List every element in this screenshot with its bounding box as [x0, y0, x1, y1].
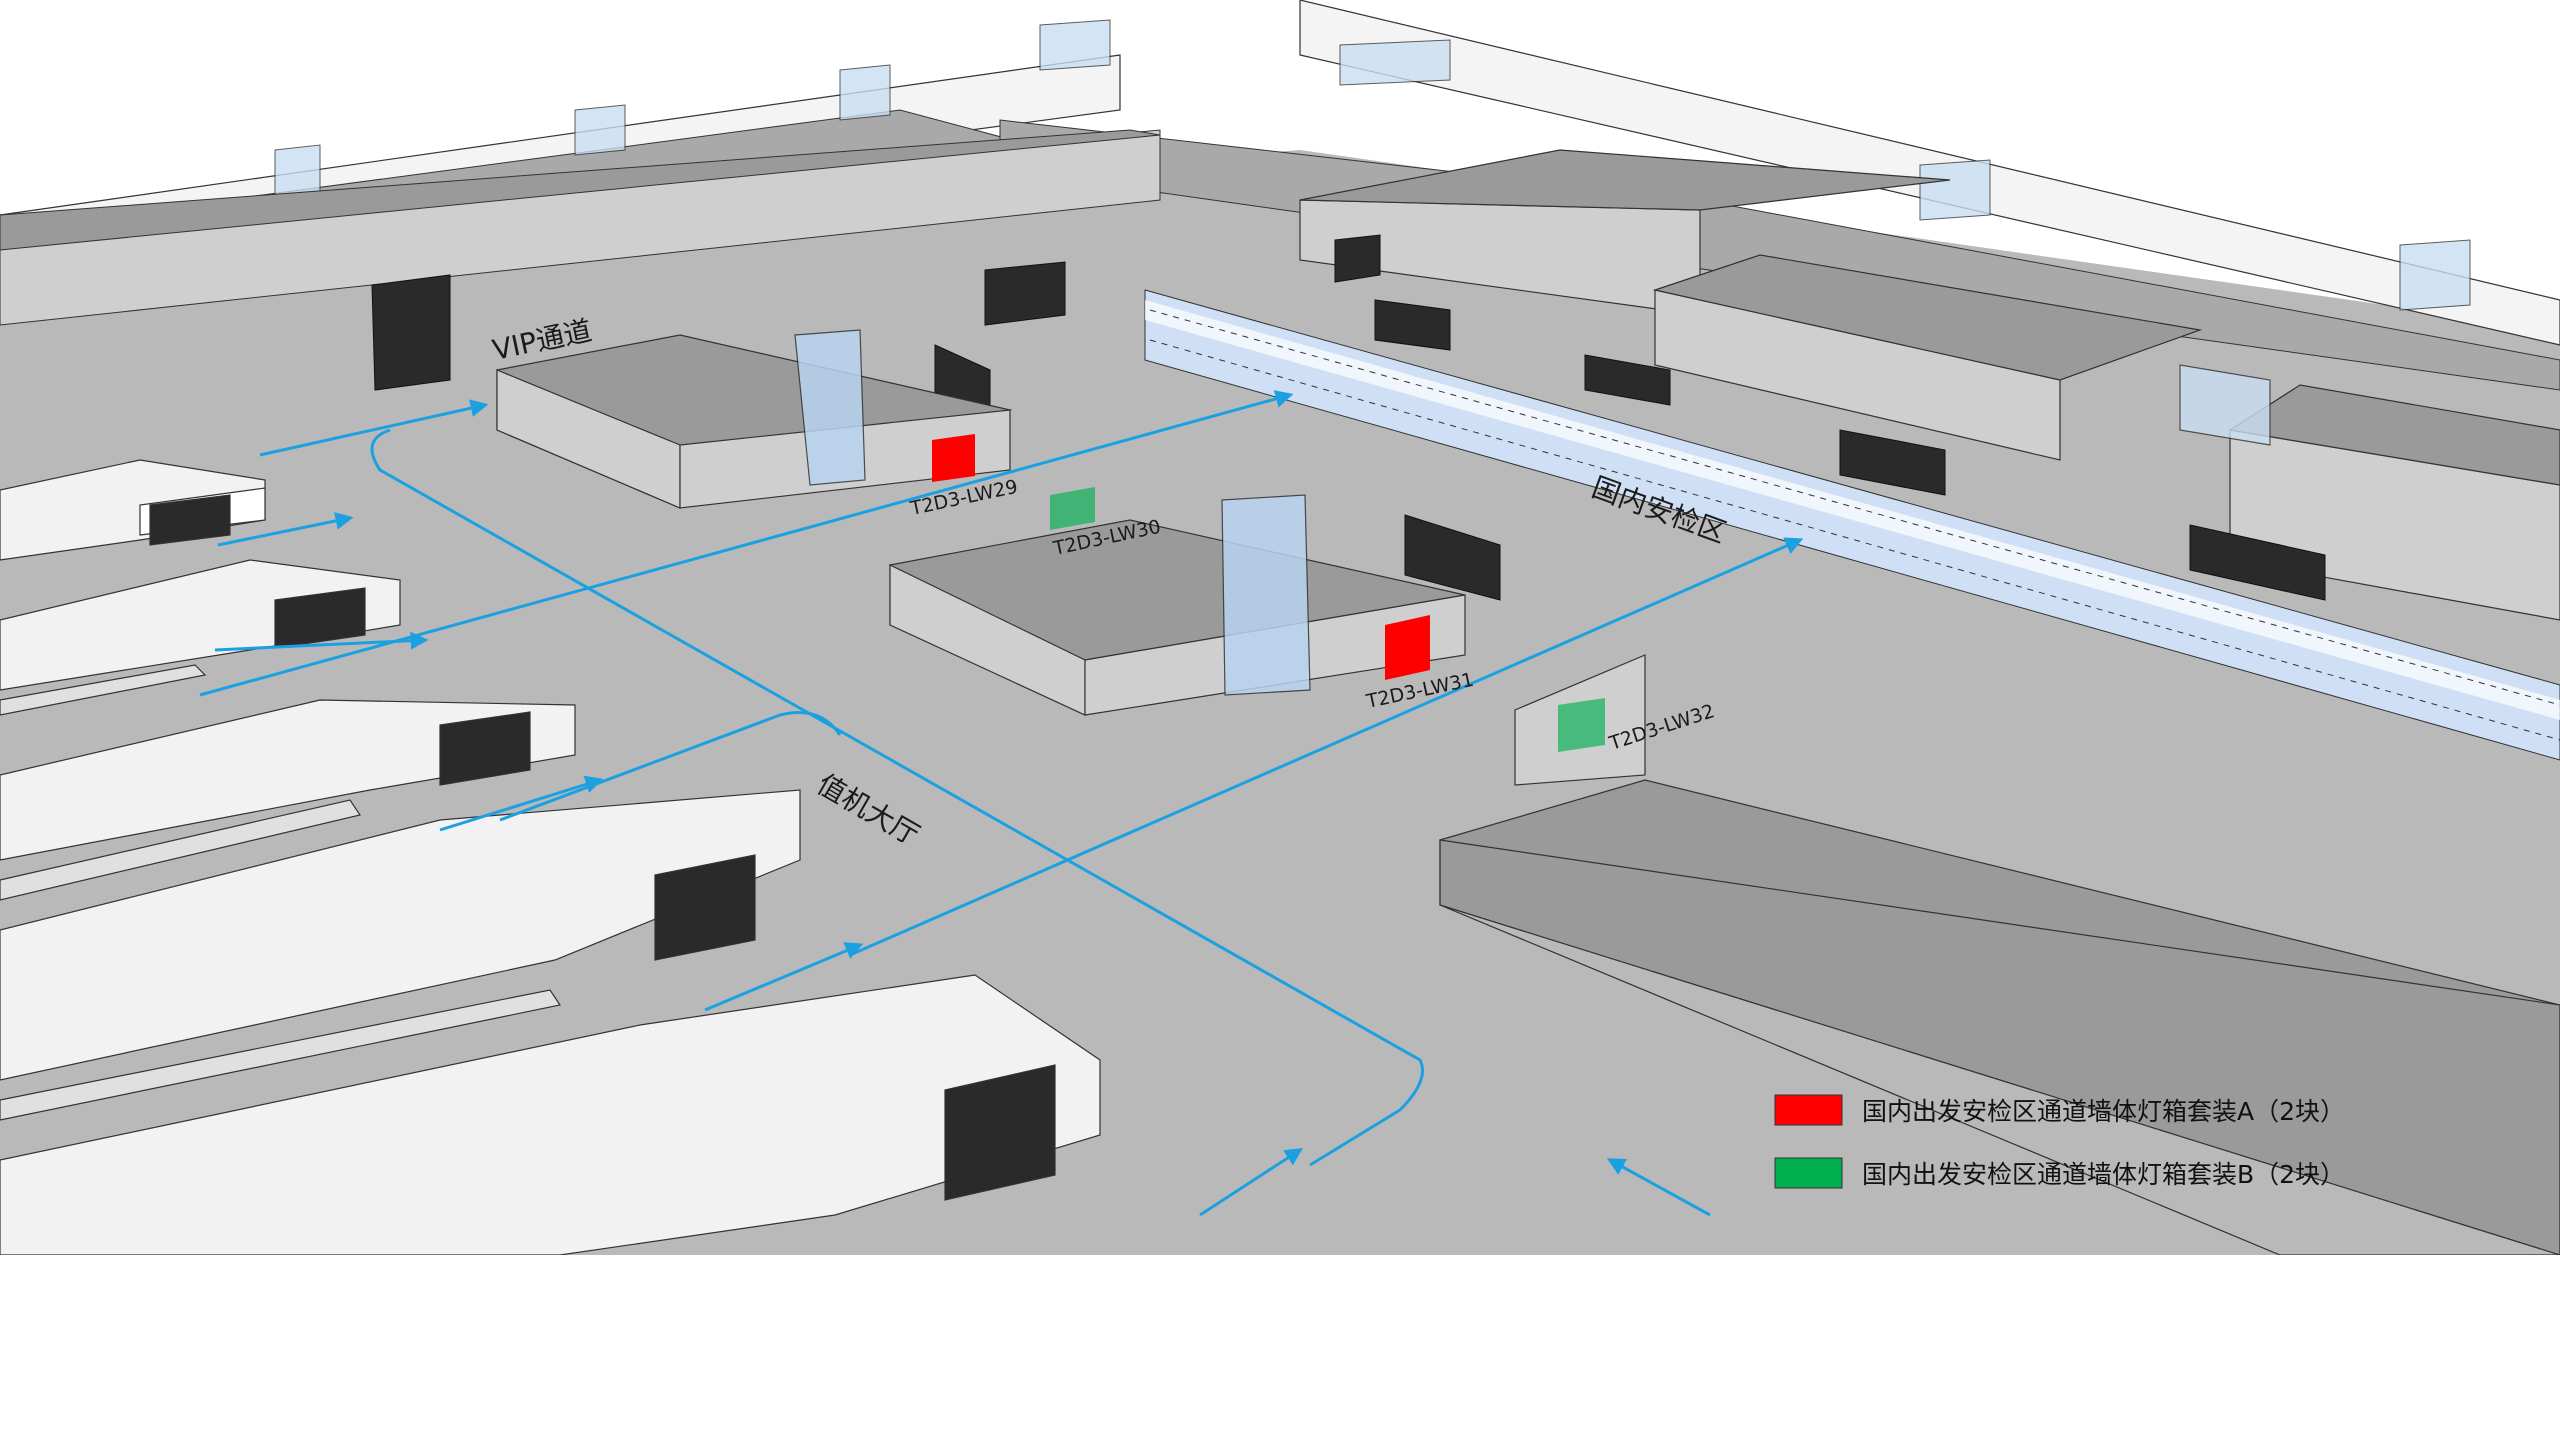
legend-swatch-b — [1774, 1157, 1843, 1189]
checkin-island — [0, 789, 801, 1121]
lightbox-lw30 — [1050, 487, 1095, 530]
checkin-island — [0, 459, 266, 561]
bottom-band — [0, 1255, 2560, 1440]
lightbox-lw29 — [932, 434, 975, 482]
checkin-island — [0, 559, 401, 716]
checkin-island — [0, 699, 576, 901]
elevator-shaft-2 — [1221, 494, 1311, 696]
skylight-boxes — [274, 19, 2471, 311]
left-back-roof — [0, 129, 1161, 251]
lightbox-lw32 — [1558, 698, 1605, 752]
legend: 国内出发安检区通道墙体灯箱套装A（2块） 国内出发安检区通道墙体灯箱套装B（2块… — [1774, 1094, 2345, 1189]
legend-text-a: 国内出发安检区通道墙体灯箱套装A（2块） — [1862, 1097, 2345, 1126]
display-screens — [371, 234, 2326, 601]
elevator-shaft-1 — [794, 329, 866, 486]
legend-text-b: 国内出发安检区通道墙体灯箱套装B（2块） — [1862, 1160, 2345, 1189]
security-lanes — [1144, 289, 2560, 761]
legend-swatch-a — [1774, 1094, 1843, 1126]
checkin-islands — [0, 459, 1101, 1256]
building-lw31 — [889, 494, 1466, 716]
building-lw29 — [496, 329, 1013, 509]
flow-arrows — [199, 390, 1804, 1217]
lightboxes — [932, 434, 1605, 752]
lightbox-lw31 — [1385, 615, 1430, 680]
right-back-buildings — [1299, 149, 2560, 621]
